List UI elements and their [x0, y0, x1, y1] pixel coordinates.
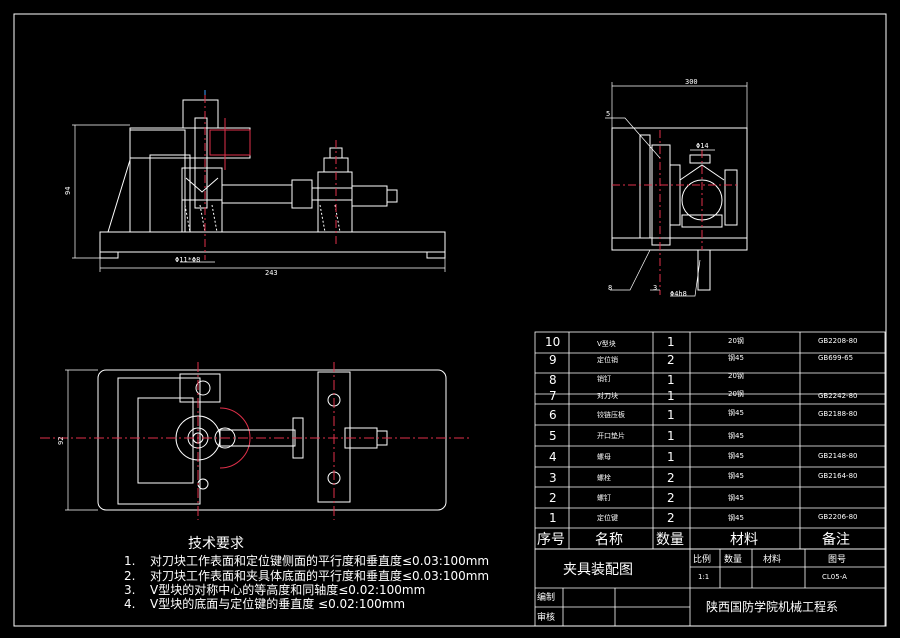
width-dimension-end: 300: [685, 78, 698, 86]
bom-row-name: 销钉: [597, 374, 611, 383]
bom-row-name: 铰链压板: [597, 410, 625, 419]
front-view: [99, 90, 446, 260]
requirement-number: 1.: [124, 554, 135, 568]
bom-row-name: 定位销: [597, 355, 618, 364]
quantity-label: 数量: [724, 553, 742, 565]
bom-row-material: 20钢: [728, 389, 744, 398]
bom-row-material: 钢45: [728, 471, 744, 480]
end-dimensions: [605, 82, 748, 297]
requirement-text: V型块的对称中心的等高度和同轴度≤0.02:100mm: [150, 582, 425, 597]
fit-dimension-label: Φ11*Φ8: [175, 256, 200, 264]
bom-row-note: GB2164-80: [818, 472, 857, 480]
organization-name: 陕西国防学院机械工程系: [706, 599, 838, 614]
requirement-number: 4.: [124, 597, 135, 611]
bom-row-number: 9: [549, 353, 557, 367]
scale-value: 1:1: [698, 573, 709, 581]
requirement-text: V型块的底面与定位键的垂直度 ≤0.02:100mm: [150, 596, 405, 611]
bom-row-material: 钢45: [728, 408, 744, 417]
shaft-dimension-label: Φ4h8: [670, 290, 687, 298]
bom-row-note: GB699-65: [818, 354, 853, 362]
bom-row-number: 1: [549, 511, 557, 525]
bom-row-qty: 1: [667, 450, 675, 464]
bom-row-qty: 2: [667, 471, 675, 485]
bom-row-material: 钢45: [728, 451, 744, 460]
requirement-number: 2.: [124, 569, 135, 583]
bom-row-material: 钢45: [728, 513, 744, 522]
drawing-name: 夹具装配图: [563, 562, 633, 578]
bom-row-material: 钢45: [728, 493, 744, 502]
bom-row-material: 钢45: [728, 353, 744, 362]
bom-row-name: V型块: [597, 339, 616, 348]
bom-row-note: GB2208-80: [818, 337, 857, 345]
bom-row-number: 8: [549, 373, 557, 387]
bom-row-qty: 2: [667, 491, 675, 505]
drawing-frame: [13, 13, 887, 627]
bom-rows: 10 V型块 1 20钢 GB2208-80 9 定位销 2 钢45 GB699…: [537, 335, 857, 548]
scale-label: 比例: [693, 553, 711, 565]
bom-row-number: 6: [549, 408, 557, 422]
bom-row-number: 7: [549, 389, 557, 403]
width-dimension-front: 243: [265, 269, 278, 277]
bom-header-number: 序号: [537, 532, 565, 548]
bom-row-qty: 1: [667, 389, 675, 403]
bom-header-material: 材料: [730, 532, 758, 548]
requirement-text: 对刀块工作表面和夹具体底面的平行度和垂直度≤0.03:100mm: [150, 568, 489, 583]
bom-row-note: GB2188-80: [818, 410, 857, 418]
bom-row-note: GB2242-80: [818, 392, 857, 400]
bom-row-qty: 2: [667, 353, 675, 367]
leader-label-5: 5: [606, 110, 610, 118]
leader-label-8: 8: [608, 284, 612, 292]
bom-row-qty: 1: [667, 408, 675, 422]
bom-row-note: GB2148-80: [818, 452, 857, 460]
drawing-code-label: 图号: [828, 554, 846, 565]
bom-row-number: 10: [545, 335, 560, 349]
end-view: [611, 127, 748, 295]
bom-row-name: 对刀块: [597, 391, 618, 400]
bom-grid: [534, 331, 886, 627]
material-label: 材料: [763, 553, 781, 565]
bom-row-material: 20钢: [728, 371, 744, 380]
plan-dimensions: [65, 369, 98, 511]
bom-header-qty: 数量: [656, 532, 684, 548]
bom-row-number: 5: [549, 429, 557, 443]
height-dimension-front: 94: [64, 187, 72, 195]
front-dimensions: [72, 124, 446, 272]
requirement-text: 对刀块工作表面和定位键侧面的平行度和垂直度≤0.03:100mm: [150, 553, 489, 568]
bom-row-qty: 2: [667, 511, 675, 525]
reviewed-by-label: 审核: [537, 611, 555, 623]
bom-row-name: 螺栓: [597, 473, 611, 482]
requirement-number: 3.: [124, 583, 135, 597]
bom-row-name: 定位键: [597, 513, 618, 522]
bom-row-qty: 1: [667, 373, 675, 387]
bom-row-qty: 1: [667, 335, 675, 349]
bom-header-note: 备注: [822, 531, 850, 548]
bom-row-number: 4: [549, 450, 557, 464]
drafted-by-label: 编制: [537, 591, 555, 603]
requirements-title: 技术要求: [188, 536, 244, 552]
title-block: 夹具装配图 比例 数量 材料 图号 1:1 CL05-A 编制 审核 陕西国防学…: [537, 553, 847, 623]
leader-label-3: 3: [653, 284, 657, 292]
bom-row-number: 2: [549, 491, 557, 505]
pin-dimension-label: Φ14: [696, 142, 709, 150]
height-dimension-plan: 92: [57, 437, 65, 445]
bom-row-number: 3: [549, 471, 557, 485]
bom-row-material: 钢45: [728, 431, 744, 440]
drawing-code-value: CL05-A: [822, 573, 847, 581]
plan-view: [40, 362, 470, 520]
bom-row-note: GB2206-80: [818, 513, 857, 521]
requirements-list: 1. 对刀块工作表面和定位键侧面的平行度和垂直度≤0.03:100mm 2. 对…: [124, 553, 489, 611]
bom-header-name: 名称: [595, 532, 623, 548]
bom-row-name: 螺钉: [597, 493, 611, 502]
bom-row-qty: 1: [667, 429, 675, 443]
bom-row-name: 螺母: [597, 452, 611, 461]
bom-row-name: 开口垫片: [597, 431, 625, 440]
bom-row-material: 20钢: [728, 336, 744, 345]
